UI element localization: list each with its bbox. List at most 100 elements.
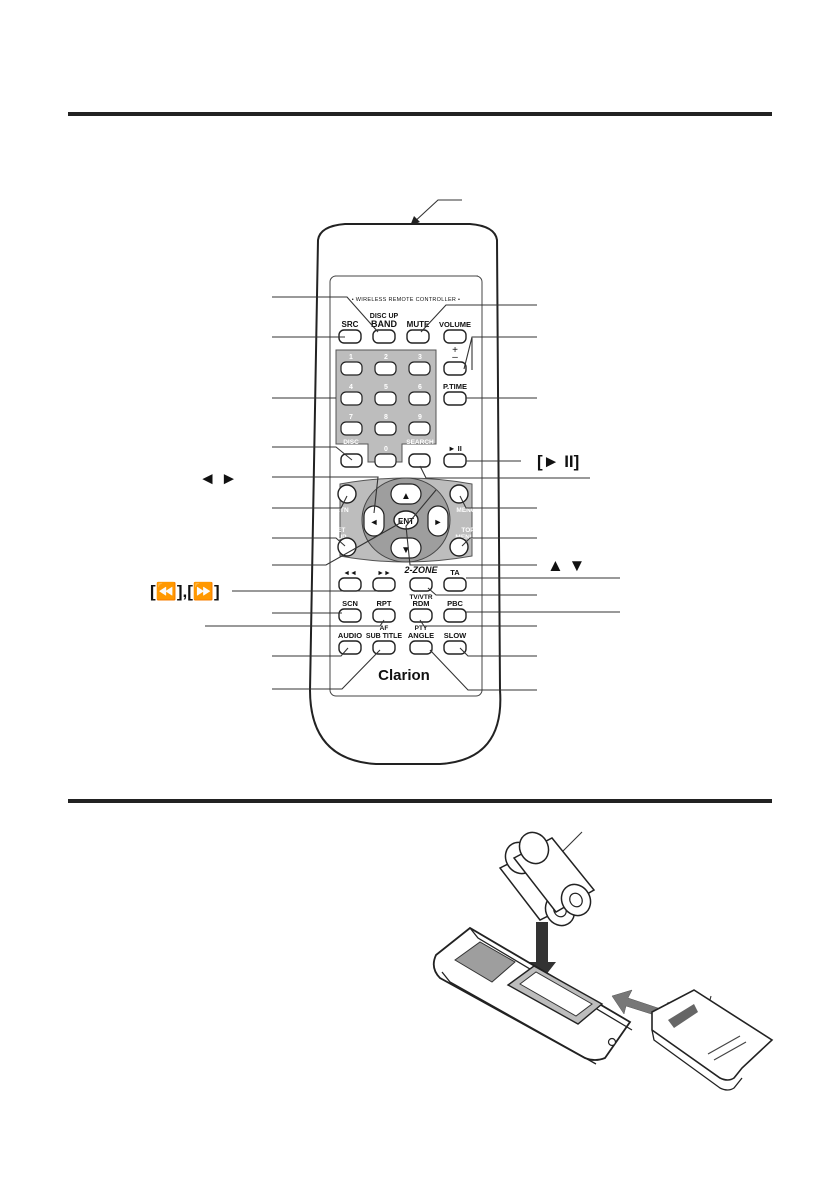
label-up: ▲ (401, 491, 411, 502)
label-4: 4 (349, 384, 353, 391)
battery-cover (651, 989, 774, 1081)
label-ff: ►► (377, 570, 391, 577)
right-leaders (405, 304, 620, 691)
label-rew: ◄◄ (343, 570, 357, 577)
label-pbc: PBC (447, 599, 463, 608)
label-2: 2 (384, 354, 388, 361)
remote-header: • WIRELESS REMOTE CONTROLLER • (352, 297, 461, 303)
callout-up-down: ▲ ▼ (547, 556, 585, 575)
label-slow: SLOW (444, 631, 467, 640)
key-8[interactable] (374, 421, 397, 436)
angle-button[interactable] (409, 640, 433, 655)
label-1: 1 (349, 354, 353, 361)
ptime-button[interactable] (443, 391, 467, 406)
setup-button[interactable] (337, 537, 357, 557)
callout-skip: [⏪],[⏩] (150, 581, 220, 601)
key-2[interactable] (374, 361, 397, 376)
key-7[interactable] (340, 421, 363, 436)
label-minus: – (452, 352, 458, 363)
rtn-button[interactable] (337, 484, 357, 504)
zone-button[interactable] (409, 577, 433, 592)
label-rpt: RPT (377, 599, 392, 608)
volume-up-button[interactable] (443, 329, 467, 344)
rdm-button[interactable] (409, 608, 433, 623)
top-menu-button[interactable] (449, 537, 469, 557)
label-pty: PTY (415, 625, 428, 632)
label-af: AF (380, 625, 389, 632)
label-scn: SCN (342, 599, 358, 608)
label-ptime: P.TIME (443, 382, 467, 391)
label-subtitle: SUB TITLE (366, 633, 402, 640)
label-left: ◄ (370, 517, 379, 527)
rew-button[interactable] (338, 577, 362, 592)
callout-left-right: ◄ ► (199, 469, 237, 488)
dpad-down[interactable] (390, 537, 422, 559)
key-4[interactable] (340, 391, 363, 406)
label-3: 3 (418, 354, 422, 361)
key-1[interactable] (340, 361, 363, 376)
label-down: ▼ (401, 545, 411, 556)
section-rule-bottom (68, 799, 772, 803)
search-mode-button[interactable] (408, 453, 431, 468)
play-pause-button[interactable] (443, 453, 467, 468)
rpt-button[interactable] (372, 608, 396, 623)
label-tvvtr: TV/VTR (409, 594, 432, 601)
label-menu: MENU (456, 507, 475, 514)
dpad-up[interactable] (390, 483, 422, 505)
label-7: 7 (349, 414, 353, 421)
battery-diagram (432, 831, 774, 1091)
label-mute: MUTE (407, 320, 430, 329)
dpad-left[interactable] (363, 505, 385, 537)
label-rtn: RTN (335, 507, 349, 514)
dpad-right[interactable] (427, 505, 449, 537)
label-5: 5 (384, 384, 388, 391)
label-0: 0 (384, 446, 388, 453)
scn-button[interactable] (338, 608, 362, 623)
brand-logo: Clarion (378, 667, 430, 684)
section-rule-top (68, 112, 772, 116)
label-mode: MODE (410, 446, 430, 453)
band-button[interactable] (372, 329, 396, 344)
key-5[interactable] (374, 391, 397, 406)
label-set: SET (333, 527, 346, 534)
label-plus: + (452, 345, 458, 356)
key-0[interactable] (374, 453, 397, 468)
key-6[interactable] (408, 391, 431, 406)
key-3[interactable] (408, 361, 431, 376)
label-top: TOP (461, 527, 475, 534)
label-play-pause: ► II (448, 444, 462, 453)
label-disc-up: DISC UP (370, 313, 399, 320)
subtitle-button[interactable] (372, 640, 396, 655)
left-leaders (205, 296, 403, 690)
label-up-word: UP (337, 534, 347, 541)
pbc-button[interactable] (443, 608, 467, 623)
ta-button[interactable] (443, 577, 467, 592)
emitter-leader (411, 199, 462, 225)
label-src: SRC (342, 320, 359, 329)
label-audio: AUDIO (338, 631, 362, 640)
label-search: SEARCH (406, 439, 434, 446)
label-rdm: RDM (412, 599, 429, 608)
battery-aaa-2 (512, 831, 596, 917)
label-ta: TA (450, 568, 460, 577)
label-sel: SEL (345, 446, 358, 453)
volume-down-button[interactable] (443, 361, 467, 376)
callout-play-pause: [► II] (537, 452, 579, 471)
label-right: ► (434, 517, 443, 527)
ff-button[interactable] (372, 577, 396, 592)
audio-button[interactable] (338, 640, 362, 655)
label-8: 8 (384, 414, 388, 421)
slow-button[interactable] (443, 640, 467, 655)
label-disc: DISC (343, 439, 359, 446)
label-ent: ENT (398, 517, 414, 526)
key-9[interactable] (408, 421, 431, 436)
label-angle: ANGLE (408, 631, 434, 640)
menu-button[interactable] (449, 484, 469, 504)
label-2zone: 2-ZONE (403, 565, 438, 575)
label-6: 6 (418, 384, 422, 391)
label-9: 9 (418, 414, 422, 421)
label-band: BAND (371, 319, 397, 329)
disc-sel-button[interactable] (340, 453, 363, 468)
mute-button[interactable] (406, 329, 430, 344)
